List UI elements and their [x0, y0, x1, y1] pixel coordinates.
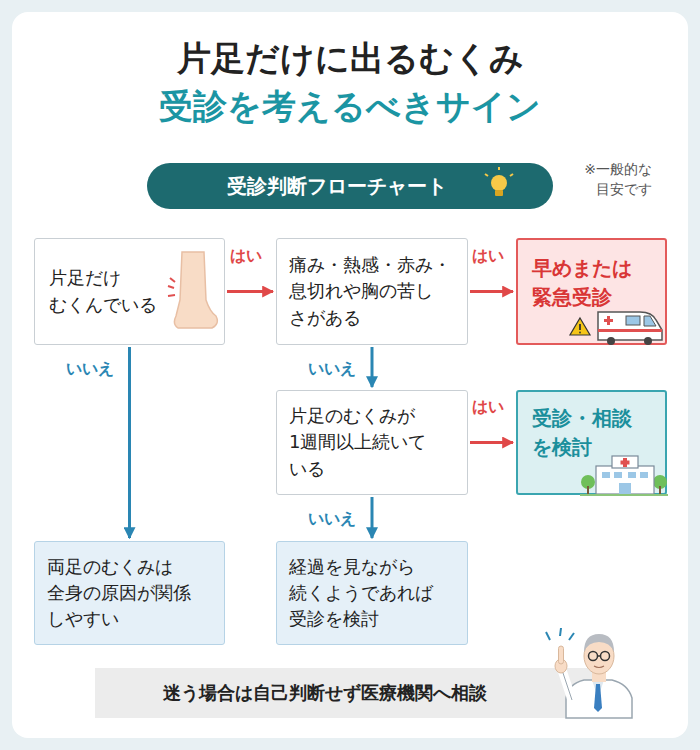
flow-arrow	[470, 290, 513, 293]
decision-box: 痛み・熱感・赤み・ 息切れや胸の苦し さがある	[276, 238, 468, 345]
ambulance-icon	[598, 312, 662, 345]
lightbulb-icon	[485, 167, 513, 196]
node-text: 早めまたは 緊急受診	[532, 254, 654, 312]
edge-label: はい	[470, 246, 506, 265]
info-box: 経過を見ながら 続くようであれば 受診を検討	[276, 541, 468, 645]
hospital-icon	[580, 456, 668, 496]
edge-label: いいえ	[64, 359, 116, 378]
flow-arrow	[227, 290, 273, 293]
title: 片足だけに出るむくみ	[20, 38, 680, 79]
note-text: ※一般的な 目安です	[556, 160, 652, 199]
node-text: 片足のむくみが 1週間以上続いて いる	[289, 403, 457, 481]
edge-label: いいえ	[306, 359, 358, 378]
node-text: 受診判断フローチャート	[227, 172, 447, 201]
leg-illustration	[168, 252, 217, 328]
doctor-illustration	[546, 628, 632, 718]
info-box: 両足のむくみは 全身の原因が関係 しやすい	[34, 541, 225, 645]
flow-arrow	[371, 347, 374, 387]
node-text: 両足のむくみは 全身の原因が関係 しやすい	[47, 554, 215, 632]
edge-label: はい	[228, 246, 264, 265]
node-text: 痛み・熱感・赤み・ 息切れや胸の苦し さがある	[289, 252, 457, 330]
flow-arrow	[128, 347, 131, 538]
flow-arrow	[371, 497, 374, 538]
subtitle: 受診を考えるべきサイン	[20, 86, 680, 127]
edge-label: いいえ	[306, 509, 358, 528]
warning-sign	[570, 318, 590, 335]
edge-label: はい	[470, 397, 506, 416]
node-text: 受診・相談 を検討	[532, 404, 654, 462]
node-text: 経過を見ながら 続くようであれば 受診を検討	[289, 554, 457, 632]
decision-box: 片足のむくみが 1週間以上続いて いる	[276, 390, 468, 495]
advice-band: 迷う場合は自己判断せず医療機関へ相談	[95, 668, 605, 718]
flow-arrow	[470, 441, 513, 444]
node-text: 片足だけ むくんでいる	[49, 265, 169, 317]
node-text: 迷う場合は自己判断せず医療機関へ相談	[163, 680, 487, 706]
